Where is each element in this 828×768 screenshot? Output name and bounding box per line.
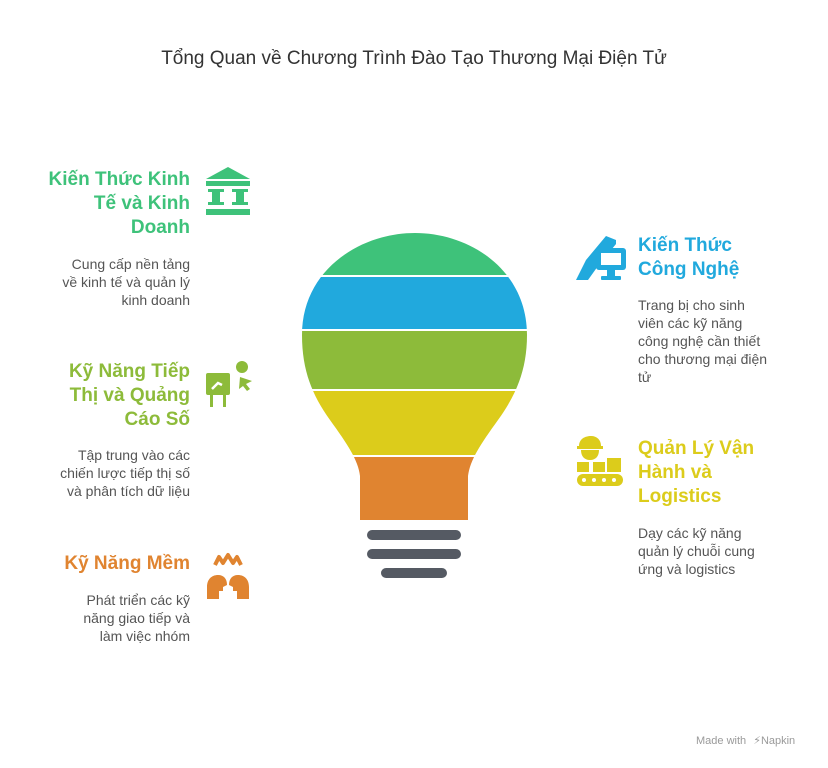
napkin-logo-icon: ⚡: [753, 735, 761, 747]
desc-technology: Trang bị cho sinh viên các kỹ năng công …: [638, 297, 768, 385]
bulb-base-ring: [381, 568, 447, 578]
heading-marketing: Kỹ Năng Tiếp Thị và Quảng Cáo Số: [68, 361, 190, 430]
diagram-title: Tổng Quan về Chương Trình Đào Tạo Thương…: [161, 48, 667, 69]
presentation-board-icon: [206, 361, 252, 407]
made-with-label: Made with: [696, 735, 747, 747]
desc-economics: Cung cấp nền tảng về kinh tế và quản lý …: [62, 256, 190, 308]
bulb-segment-technology: [302, 277, 527, 329]
desc-marketing: Tập trung vào các chiến lược tiếp thị số…: [60, 447, 190, 499]
teamwork-heads-icon: [207, 553, 249, 599]
conveyor-worker-icon: [577, 436, 623, 486]
heading-logistics: Quản Lý Vận Hành và Logistics: [638, 438, 755, 507]
bulb-base-ring: [367, 549, 461, 559]
bulb-segment-economics: [302, 233, 527, 275]
desc-soft-skills: Phát triển các kỹ năng giao tiếp và làm …: [83, 592, 190, 644]
bank-columns-icon: [206, 167, 250, 215]
bulb-segment-marketing: [302, 331, 527, 389]
bulb-base-ring: [367, 530, 461, 540]
brand-label: Napkin: [760, 735, 796, 747]
heading-technology: Kiến Thức Công Nghệ: [638, 235, 740, 280]
light-bulb-diagram: [302, 233, 527, 578]
napkin-watermark: Made with ⚡Napkin: [696, 734, 795, 747]
desc-logistics: Dạy các kỹ năng quản lý chuỗi cung ứng v…: [638, 525, 755, 577]
computer-technology-icon: [576, 236, 626, 280]
heading-soft-skills: Kỹ Năng Mềm: [64, 553, 190, 574]
bulb-segment-soft-skills: [302, 457, 527, 520]
bulb-segment-logistics: [302, 391, 527, 455]
heading-economics: Kiến Thức Kinh Tế và Kinh Doanh: [48, 169, 190, 238]
